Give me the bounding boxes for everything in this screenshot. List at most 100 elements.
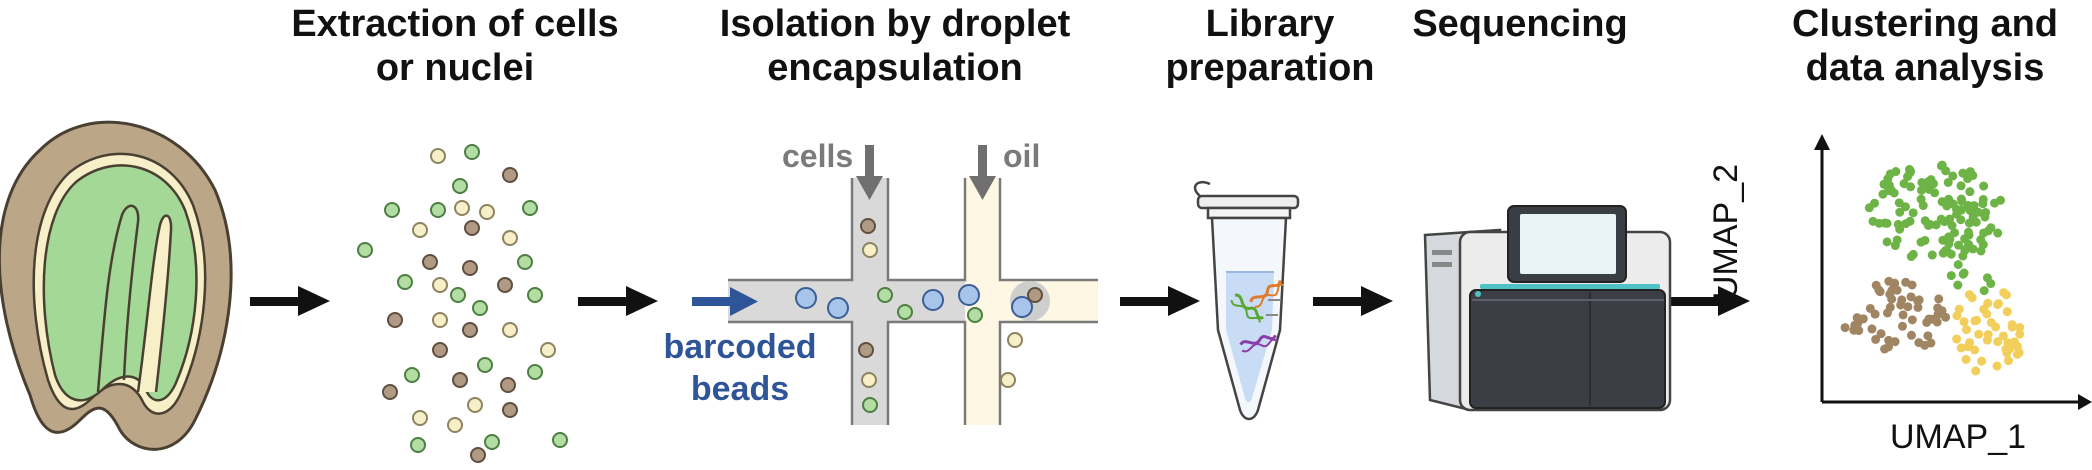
umap-point-brown [1898, 310, 1908, 320]
cell-dot [447, 417, 463, 433]
cell-in-channel [1027, 287, 1043, 303]
umap-point-yellow [1972, 315, 1982, 325]
umap-point-green [1938, 235, 1948, 245]
umap-point-yellow [2002, 307, 2012, 317]
umap-point-green [1916, 194, 1926, 204]
cell-dot [432, 277, 448, 293]
sequencer-indicator [1475, 291, 1481, 297]
cell-dot [552, 432, 568, 448]
cell-in-channel [862, 242, 878, 258]
umap-point-green [1903, 172, 1913, 182]
umap-point-green [1946, 271, 1956, 281]
umap-point-green [1957, 205, 1967, 215]
step-title-line: Clustering and [1791, 3, 2059, 45]
umap-point-yellow [1974, 329, 1984, 339]
dna-purple-2 [1241, 338, 1278, 353]
sequencer-side-slot [1432, 262, 1452, 267]
umap-point-green [1959, 268, 1969, 278]
step-title-line: data analysis [1805, 47, 2045, 89]
cell-dot [432, 312, 448, 328]
umap-point-brown [1907, 315, 1917, 325]
umap-point-brown [1882, 308, 1892, 318]
channel-outline [728, 178, 1098, 425]
step-title-line: Extraction of cells [291, 3, 619, 45]
umap-point-brown [1906, 292, 1916, 302]
umap-point-green [1948, 171, 1958, 181]
umap-point-green [1906, 252, 1916, 262]
cell-dot [412, 410, 428, 426]
cell-dot [404, 367, 420, 383]
library-tube [1193, 180, 1300, 421]
dna-green-2 [1230, 299, 1261, 323]
cell-dot [450, 287, 466, 303]
umap-point-brown [1875, 287, 1885, 297]
umap-point-green [1979, 228, 1989, 238]
umap-point-brown [1924, 314, 1934, 324]
umap-point-brown [1896, 300, 1906, 310]
umap-point-yellow [1971, 366, 1981, 376]
umap-point-yellow [1956, 343, 1966, 353]
umap-point-brown [1883, 342, 1893, 352]
cell-dot [540, 342, 556, 358]
beads-label-line: beads [690, 370, 790, 408]
umap-point-green [1930, 188, 1940, 198]
oil-input-arrow [969, 145, 996, 200]
umap-point-yellow [1961, 354, 1971, 364]
microfluidic-chip [692, 145, 1098, 425]
cell-dot [527, 287, 543, 303]
cell-dot [452, 372, 468, 388]
umap-point-green [1927, 250, 1937, 260]
cell-in-channel [967, 307, 983, 323]
umap-point-yellow [2015, 329, 2025, 339]
step-title-line: Sequencing [1412, 3, 1628, 45]
beads-label-line: barcoded [663, 328, 817, 366]
umap-plot [1814, 134, 2092, 410]
cells-label: cells [782, 138, 854, 174]
cell-dot [502, 322, 518, 338]
umap-x-arrowhead [2078, 394, 2092, 410]
cell-in-channel [862, 397, 878, 413]
cotyledon-right [136, 214, 173, 393]
umap-point-brown [1914, 295, 1924, 305]
step-title-sequencing: Sequencing [1400, 2, 1640, 46]
cell-dot [454, 200, 470, 216]
step-title-line: Isolation by droplet [719, 3, 1071, 45]
umap-point-green [1870, 198, 1880, 208]
tube-rim [1206, 206, 1292, 220]
umap-point-brown [1941, 312, 1951, 322]
cell-in-channel [861, 372, 877, 388]
barcoded-bead [1011, 296, 1033, 318]
umap-point-yellow [2013, 342, 2023, 352]
umap-point-yellow [2015, 323, 2025, 333]
cell-dot [382, 384, 398, 400]
umap-point-brown [1892, 285, 1902, 295]
step-title-clustering: Clustering and data analysis [1780, 2, 2070, 90]
umap-point-yellow [1991, 322, 2001, 332]
umap-point-brown [1903, 302, 1913, 312]
umap-point-green [1916, 185, 1926, 195]
step-title-line: encapsulation [767, 47, 1023, 89]
barcoded-bead [922, 289, 944, 311]
cell-dot [412, 222, 428, 238]
umap-point-brown [1906, 330, 1916, 340]
umap-point-green [1961, 244, 1971, 254]
barcoded-bead [795, 287, 817, 309]
step-title-isolation: Isolation by droplet encapsulation [705, 2, 1085, 90]
cotyledon-left [96, 204, 140, 393]
umap-point-green [1937, 160, 1947, 170]
umap-point-green [1931, 220, 1941, 230]
cell-dot [452, 178, 468, 194]
beads-input-arrow [692, 287, 758, 316]
umap-point-green [1965, 167, 1975, 177]
umap-point-green [1920, 235, 1930, 245]
umap-point-brown [1923, 331, 1933, 341]
cell-in-channel [1007, 332, 1023, 348]
sequencer-light-strip [1480, 284, 1660, 289]
cells-nuclei-scatter [357, 144, 568, 463]
umap-point-green [1956, 181, 1966, 191]
umap-point-green [1982, 273, 1992, 283]
tube-cap-hinge [1193, 180, 1211, 197]
umap-point-green [1981, 208, 1991, 218]
umap-point-yellow [1993, 337, 2003, 347]
cell-dot [502, 230, 518, 246]
